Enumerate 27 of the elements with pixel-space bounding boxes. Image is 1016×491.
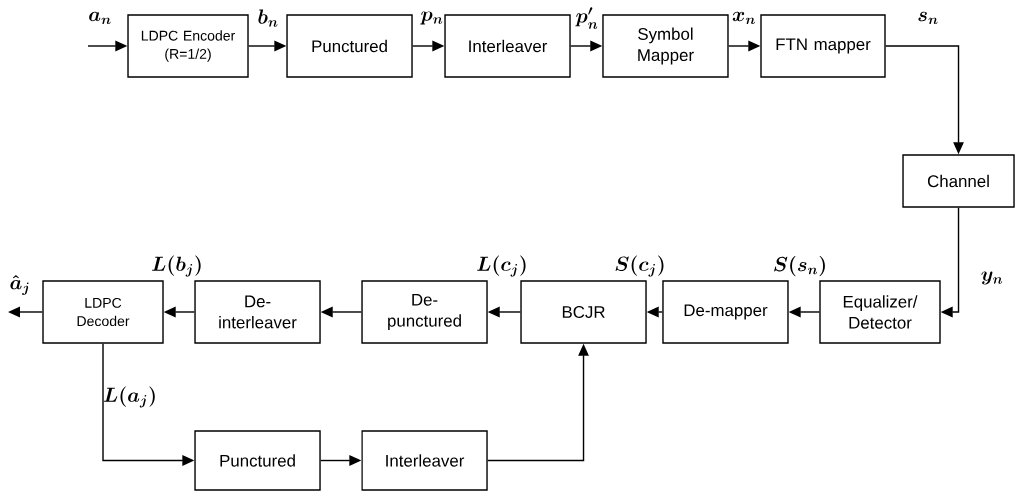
edge-label: $\boldsymbol{a_n}$: [89, 11, 111, 25]
edge-label: $\boldsymbol{S(c_j)}$: [615, 255, 664, 277]
edge-label: $\boldsymbol{L(a_j)}$: [103, 386, 155, 408]
edge-label: $\boldsymbol{L(c_j)}$: [477, 255, 526, 277]
edge-label: $\boldsymbol{b_n}$: [258, 9, 278, 27]
process-box: De-mapper: [662, 280, 789, 344]
process-box: FTN mapper: [760, 14, 886, 78]
process-box: Punctured: [194, 430, 321, 491]
edge-label: $\boldsymbol{x_n}$: [732, 11, 755, 25]
edge-label: $\boldsymbol{p'_n}$: [575, 7, 598, 29]
process-box: De- punctured: [361, 280, 488, 344]
process-box: Channel: [902, 154, 1015, 208]
process-box: Interleaver: [361, 430, 488, 491]
process-box: Punctured: [286, 14, 413, 78]
edge-label: $\boldsymbol{L(b_j)}$: [152, 255, 201, 277]
process-box: LDPC Decoder: [42, 280, 164, 344]
process-box: Symbol Mapper: [602, 14, 729, 78]
edge-label: $\boldsymbol{S(s_n)}$: [774, 255, 825, 277]
process-box: BCJR: [520, 280, 647, 344]
edge-label: $\boldsymbol{\hat{a}_j}$: [10, 275, 29, 295]
process-box: Interleaver: [444, 14, 571, 78]
edge-label: $\boldsymbol{s_n}$: [918, 11, 938, 25]
edge-label: $\boldsymbol{p_n}$: [420, 11, 443, 25]
edge-label: $\boldsymbol{y_n}$: [981, 271, 1003, 285]
process-box: De- interleaver: [194, 280, 321, 344]
process-box: Equalizer/ Detector: [819, 280, 941, 344]
process-box: LDPC Encoder (R=1/2): [127, 14, 249, 78]
